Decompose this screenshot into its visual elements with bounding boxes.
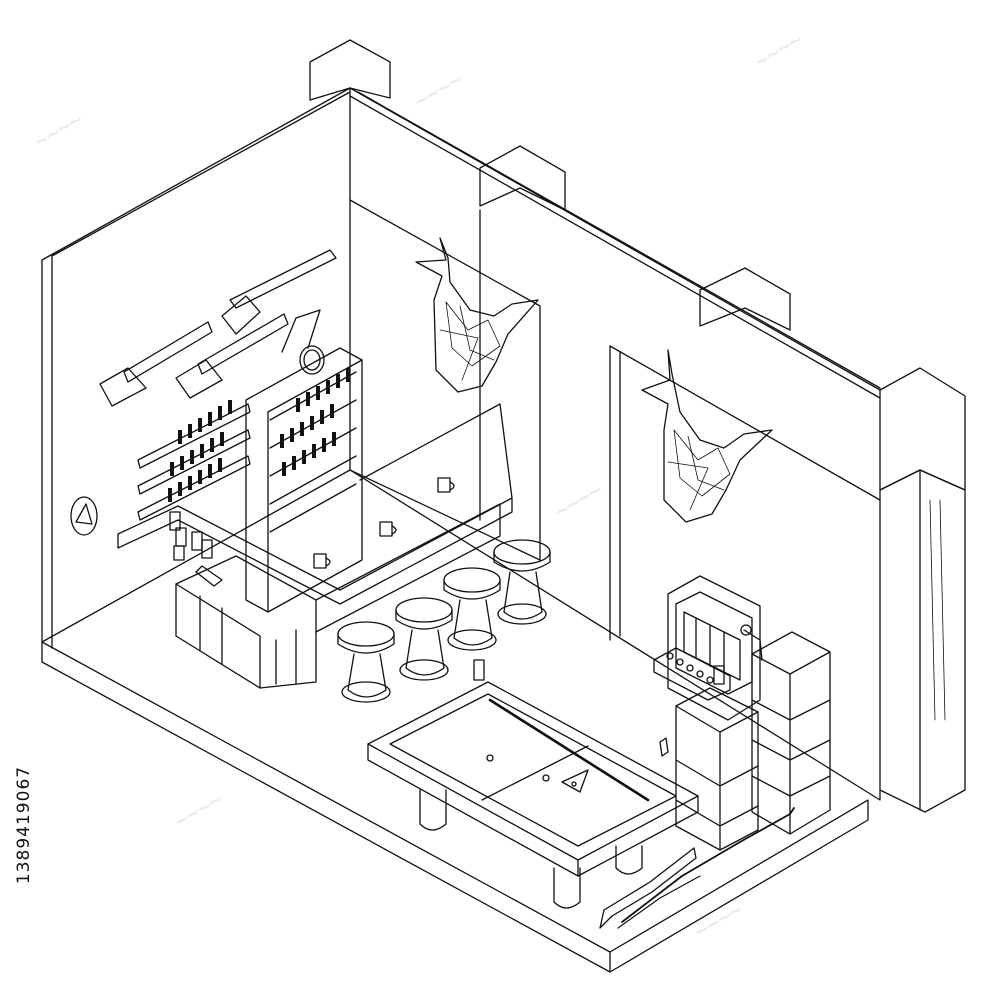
bar-stool-icon <box>493 539 551 625</box>
mug-icon <box>313 553 331 569</box>
deer-head-trophy-icon <box>641 349 773 523</box>
bottle-shelf <box>137 400 251 521</box>
glass-icon <box>473 659 485 681</box>
wall-round-window <box>70 496 98 536</box>
table-leg <box>615 845 643 875</box>
rifle-icon <box>221 249 337 335</box>
bar-stool-icon <box>395 597 453 681</box>
bar-stool-group <box>337 539 551 703</box>
mug-icon <box>437 477 455 493</box>
bar-counter <box>117 403 513 689</box>
bottle-row <box>280 368 350 476</box>
ball-triangle <box>561 769 589 793</box>
whip-icon <box>599 807 795 929</box>
billiard-table-icon <box>367 659 699 909</box>
slot-machine-icon <box>653 575 763 721</box>
bar-stool-icon <box>337 621 395 703</box>
svg-text:~~~~: ~~~~ <box>30 107 87 154</box>
wall-outlet <box>659 737 669 757</box>
watermark-pattern: ~~~~ ~~~~ ~~~~ ~~~~ ~~~~ ~~~~ <box>30 27 807 944</box>
stock-id-label: 1389419067 <box>14 765 34 885</box>
table-leg <box>419 789 447 831</box>
billiard-ball <box>542 774 550 782</box>
deer-head-trophy-icon <box>415 237 539 393</box>
back-bar-cabinet <box>245 309 363 613</box>
bar-stool-icon <box>443 567 501 651</box>
svg-text:~~~~: ~~~~ <box>550 477 607 524</box>
room-shell <box>41 39 966 973</box>
rifle-rack <box>99 249 337 407</box>
rifle-icon <box>175 313 289 399</box>
glass-cluster <box>169 511 223 587</box>
svg-text:~~~~: ~~~~ <box>170 787 227 834</box>
svg-text:~~~~: ~~~~ <box>750 27 807 74</box>
table-leg <box>553 867 581 909</box>
crate-stack <box>675 631 831 851</box>
bottle-row <box>168 400 232 502</box>
svg-text:~~~~: ~~~~ <box>690 897 747 944</box>
mug-icon <box>379 521 397 537</box>
rifle-icon <box>99 321 213 407</box>
billiard-ball <box>571 781 577 787</box>
svg-text:~~~~: ~~~~ <box>410 67 467 114</box>
billiard-ball <box>486 754 494 762</box>
